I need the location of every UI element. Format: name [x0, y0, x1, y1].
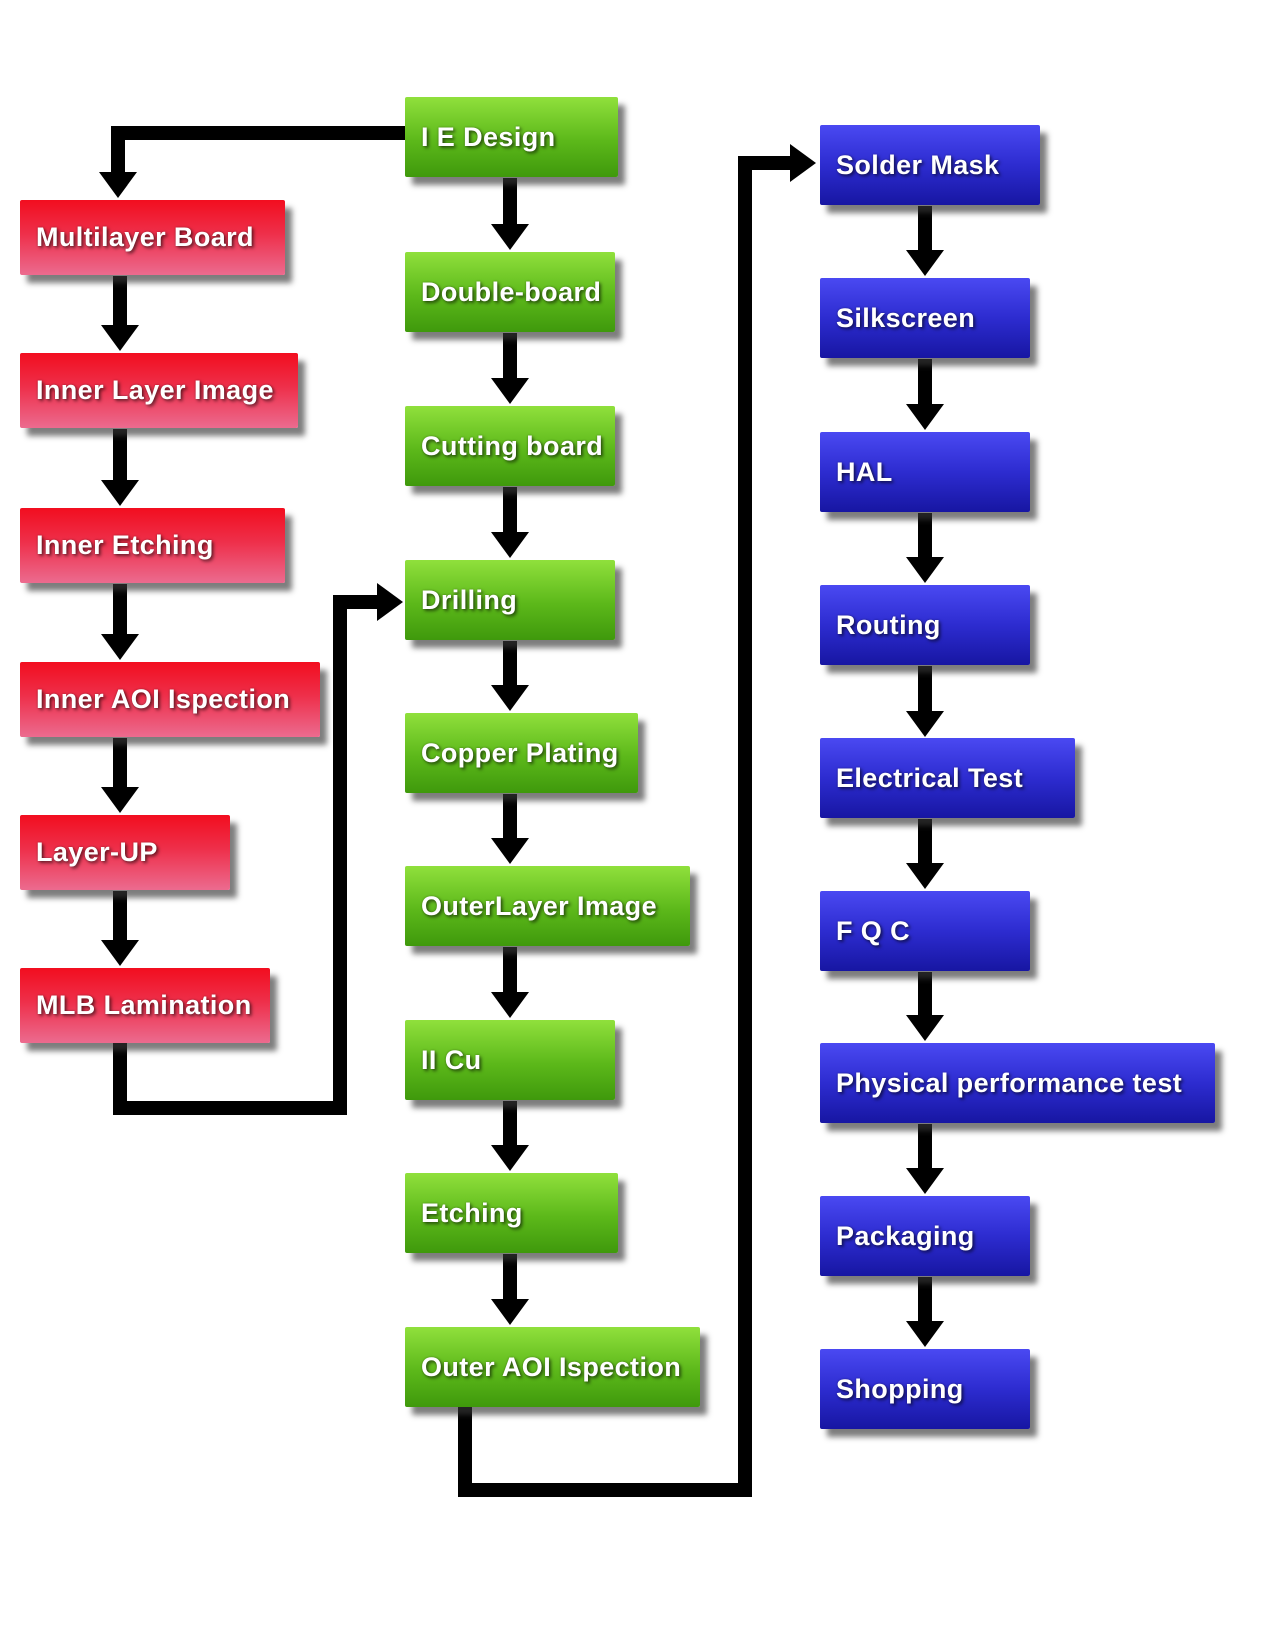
connector-mlb-lamination-to-drilling	[113, 583, 403, 1115]
node-label: Inner Etching	[36, 530, 214, 560]
arrow-physical-performance-test-to-packaging	[906, 1124, 944, 1194]
arrow-outerlayer-image-to-ii-cu	[491, 947, 529, 1018]
node-label: Electrical Test	[836, 762, 1024, 793]
node-label: Cutting board	[421, 430, 604, 461]
arrow-hal-to-routing	[906, 513, 944, 583]
node-packaging: Packaging	[820, 1196, 1030, 1276]
node-label: Packaging	[836, 1220, 975, 1251]
node-etching: Etching	[405, 1173, 618, 1253]
arrow-electrical-test-to-fqc	[906, 819, 944, 889]
arrow-double-board-to-cutting-board	[491, 333, 529, 404]
node-label: Inner AOI Ispection	[36, 684, 291, 714]
node-label: Layer-UP	[36, 837, 158, 867]
node-label: Solder Mask	[836, 149, 1000, 180]
arrow-copper-plating-to-outerlayer-image	[491, 794, 529, 864]
node-outerlayer-image: OuterLayer Image	[405, 866, 690, 946]
node-inner-layer-image: Inner Layer Image	[20, 353, 298, 428]
node-label: Double-board	[421, 276, 602, 307]
node-cutting-board: Cutting board	[405, 406, 615, 486]
arrow-multilayer-board-to-inner-layer-image	[101, 276, 139, 351]
arrow-solder-mask-to-silkscreen	[906, 206, 944, 276]
node-label: Shopping	[836, 1373, 964, 1404]
arrow-fqc-to-physical-performance-test	[906, 972, 944, 1041]
node-label: OuterLayer Image	[421, 890, 657, 921]
node-silkscreen: Silkscreen	[820, 278, 1030, 358]
node-ii-cu: II Cu	[405, 1020, 615, 1100]
node-label: HAL	[836, 456, 893, 487]
node-label: Outer AOI Ispection	[421, 1351, 682, 1382]
node-solder-mask: Solder Mask	[820, 125, 1040, 205]
node-inner-aoi-ispection: Inner AOI Ispection	[20, 662, 320, 737]
node-label: Copper Plating	[421, 737, 619, 768]
node-label: Etching	[421, 1197, 523, 1228]
node-double-board: Double-board	[405, 252, 615, 332]
arrow-inner-etching-to-inner-aoi-ispection	[101, 584, 139, 660]
arrow-drilling-to-copper-plating	[491, 641, 529, 711]
node-label: MLB Lamination	[36, 990, 252, 1020]
node-ie-design: I E Design	[405, 97, 618, 177]
node-label: I E Design	[421, 121, 556, 152]
node-label: Routing	[836, 609, 941, 640]
arrow-cutting-board-to-drilling	[491, 487, 529, 558]
node-physical-performance-test: Physical performance test	[820, 1043, 1215, 1123]
arrow-routing-to-electrical-test	[906, 666, 944, 737]
node-layer-up: Layer-UP	[20, 815, 230, 890]
connector-ie-design-to-multilayer-board	[99, 126, 405, 198]
arrow-etching-to-outer-aoi-ispection	[491, 1254, 529, 1325]
node-inner-etching: Inner Etching	[20, 508, 285, 583]
node-shopping: Shopping	[820, 1349, 1030, 1429]
arrow-inner-layer-image-to-inner-etching	[101, 429, 139, 506]
arrow-ie-design-to-double-board	[491, 178, 529, 250]
node-label: Silkscreen	[836, 302, 976, 333]
node-label: Inner Layer Image	[36, 375, 274, 405]
node-drilling: Drilling	[405, 560, 615, 640]
node-label: II Cu	[421, 1044, 482, 1075]
node-label: Multilayer Board	[36, 222, 254, 252]
node-mlb-lamination: MLB Lamination	[20, 968, 270, 1043]
arrow-inner-aoi-ispection-to-layer-up	[101, 738, 139, 813]
node-routing: Routing	[820, 585, 1030, 665]
node-fqc: F Q C	[820, 891, 1030, 971]
node-copper-plating: Copper Plating	[405, 713, 638, 793]
arrow-silkscreen-to-hal	[906, 359, 944, 430]
node-outer-aoi-ispection: Outer AOI Ispection	[405, 1327, 700, 1407]
connector-outer-aoi-to-solder-mask	[458, 144, 816, 1497]
node-label: F Q C	[836, 915, 910, 946]
node-label: Physical performance test	[836, 1067, 1183, 1098]
arrow-layer-up-to-mlb-lamination	[101, 891, 139, 966]
arrow-ii-cu-to-etching	[491, 1101, 529, 1171]
node-label: Drilling	[421, 584, 518, 615]
node-multilayer-board: Multilayer Board	[20, 200, 285, 275]
arrow-packaging-to-shopping	[906, 1277, 944, 1347]
node-electrical-test: Electrical Test	[820, 738, 1075, 818]
node-hal: HAL	[820, 432, 1030, 512]
